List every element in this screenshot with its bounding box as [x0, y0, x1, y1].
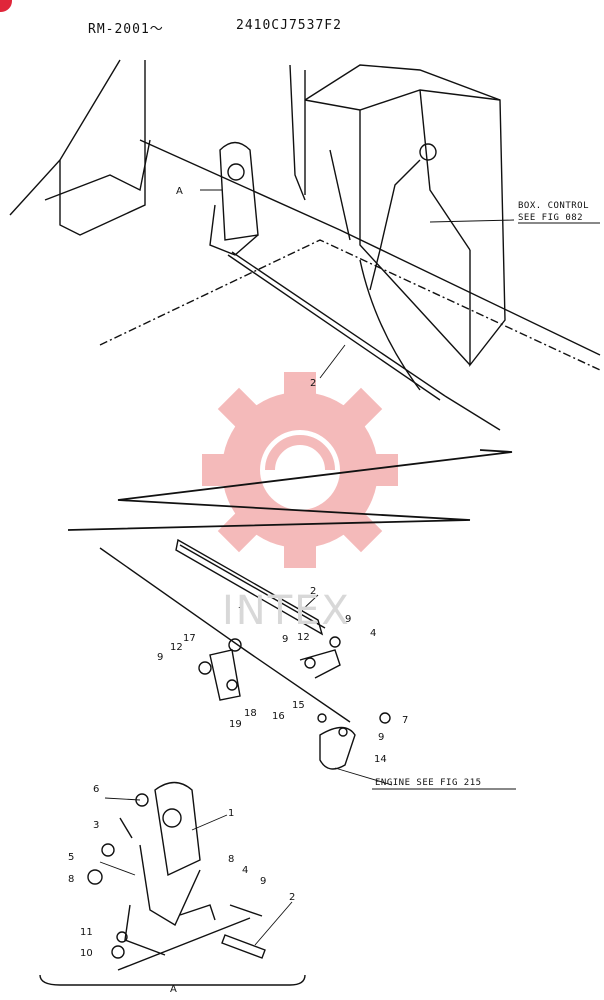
break-line: [67, 449, 513, 531]
part-code-label: 2410CJ7537F2: [236, 18, 342, 33]
callout-label: 4: [370, 628, 376, 639]
callout-label: 3: [93, 820, 99, 831]
callout-label: 9: [260, 876, 266, 887]
box-control-ref-line1: BOX. CONTROL: [518, 201, 589, 211]
callout-label: 11: [80, 927, 93, 938]
callout-label: 8: [68, 874, 74, 885]
watermark-text: INTEX: [222, 588, 351, 634]
engine-ref: ENGINE SEE FIG 215: [375, 778, 482, 788]
callout-label: 9: [157, 652, 163, 663]
callout-label: 7: [402, 715, 408, 726]
callout-label: 9: [345, 614, 351, 625]
callout-label: 2: [310, 586, 316, 597]
callout-label: 9: [378, 732, 384, 743]
callout-label: 1: [228, 808, 234, 819]
callout-label: 8: [228, 854, 234, 865]
callout-label: 10: [80, 948, 93, 959]
model-range-label: RM-2001～: [88, 22, 164, 37]
callout-label: 12: [170, 642, 183, 653]
upper-accelerator-pedal: [209, 141, 259, 256]
leader-lines: [99, 189, 515, 946]
callout-label: 14: [374, 754, 387, 765]
callout-label: 17: [183, 633, 196, 644]
detail-a-pedal-exploded: [39, 781, 306, 986]
callout-label: 19: [229, 719, 242, 730]
box-control-ref-line2: SEE FIG 082: [518, 213, 583, 223]
callout-label: 4: [242, 865, 248, 876]
callout-label: 2: [310, 378, 316, 389]
callout-label: 15: [292, 700, 305, 711]
cab-floor: [9, 59, 601, 371]
callout-labels: A 2 2 7 17 12 9 9 12 9 4 19 18 15 16 7 9…: [68, 186, 408, 995]
upper-cable: [227, 251, 501, 431]
callout-label: 12: [297, 632, 310, 643]
callout-label: 18: [244, 708, 257, 719]
middle-cable-assembly: [99, 538, 391, 770]
callout-label: 7: [238, 606, 244, 617]
callout-label: 2: [289, 892, 295, 903]
callout-label: 16: [272, 711, 285, 722]
control-box: [304, 64, 506, 368]
callout-label: 6: [93, 784, 99, 795]
callout-label: 5: [68, 852, 74, 863]
detail-marker: A: [170, 984, 177, 995]
callout-label: 9: [282, 634, 288, 645]
callout-label: A: [176, 186, 183, 197]
